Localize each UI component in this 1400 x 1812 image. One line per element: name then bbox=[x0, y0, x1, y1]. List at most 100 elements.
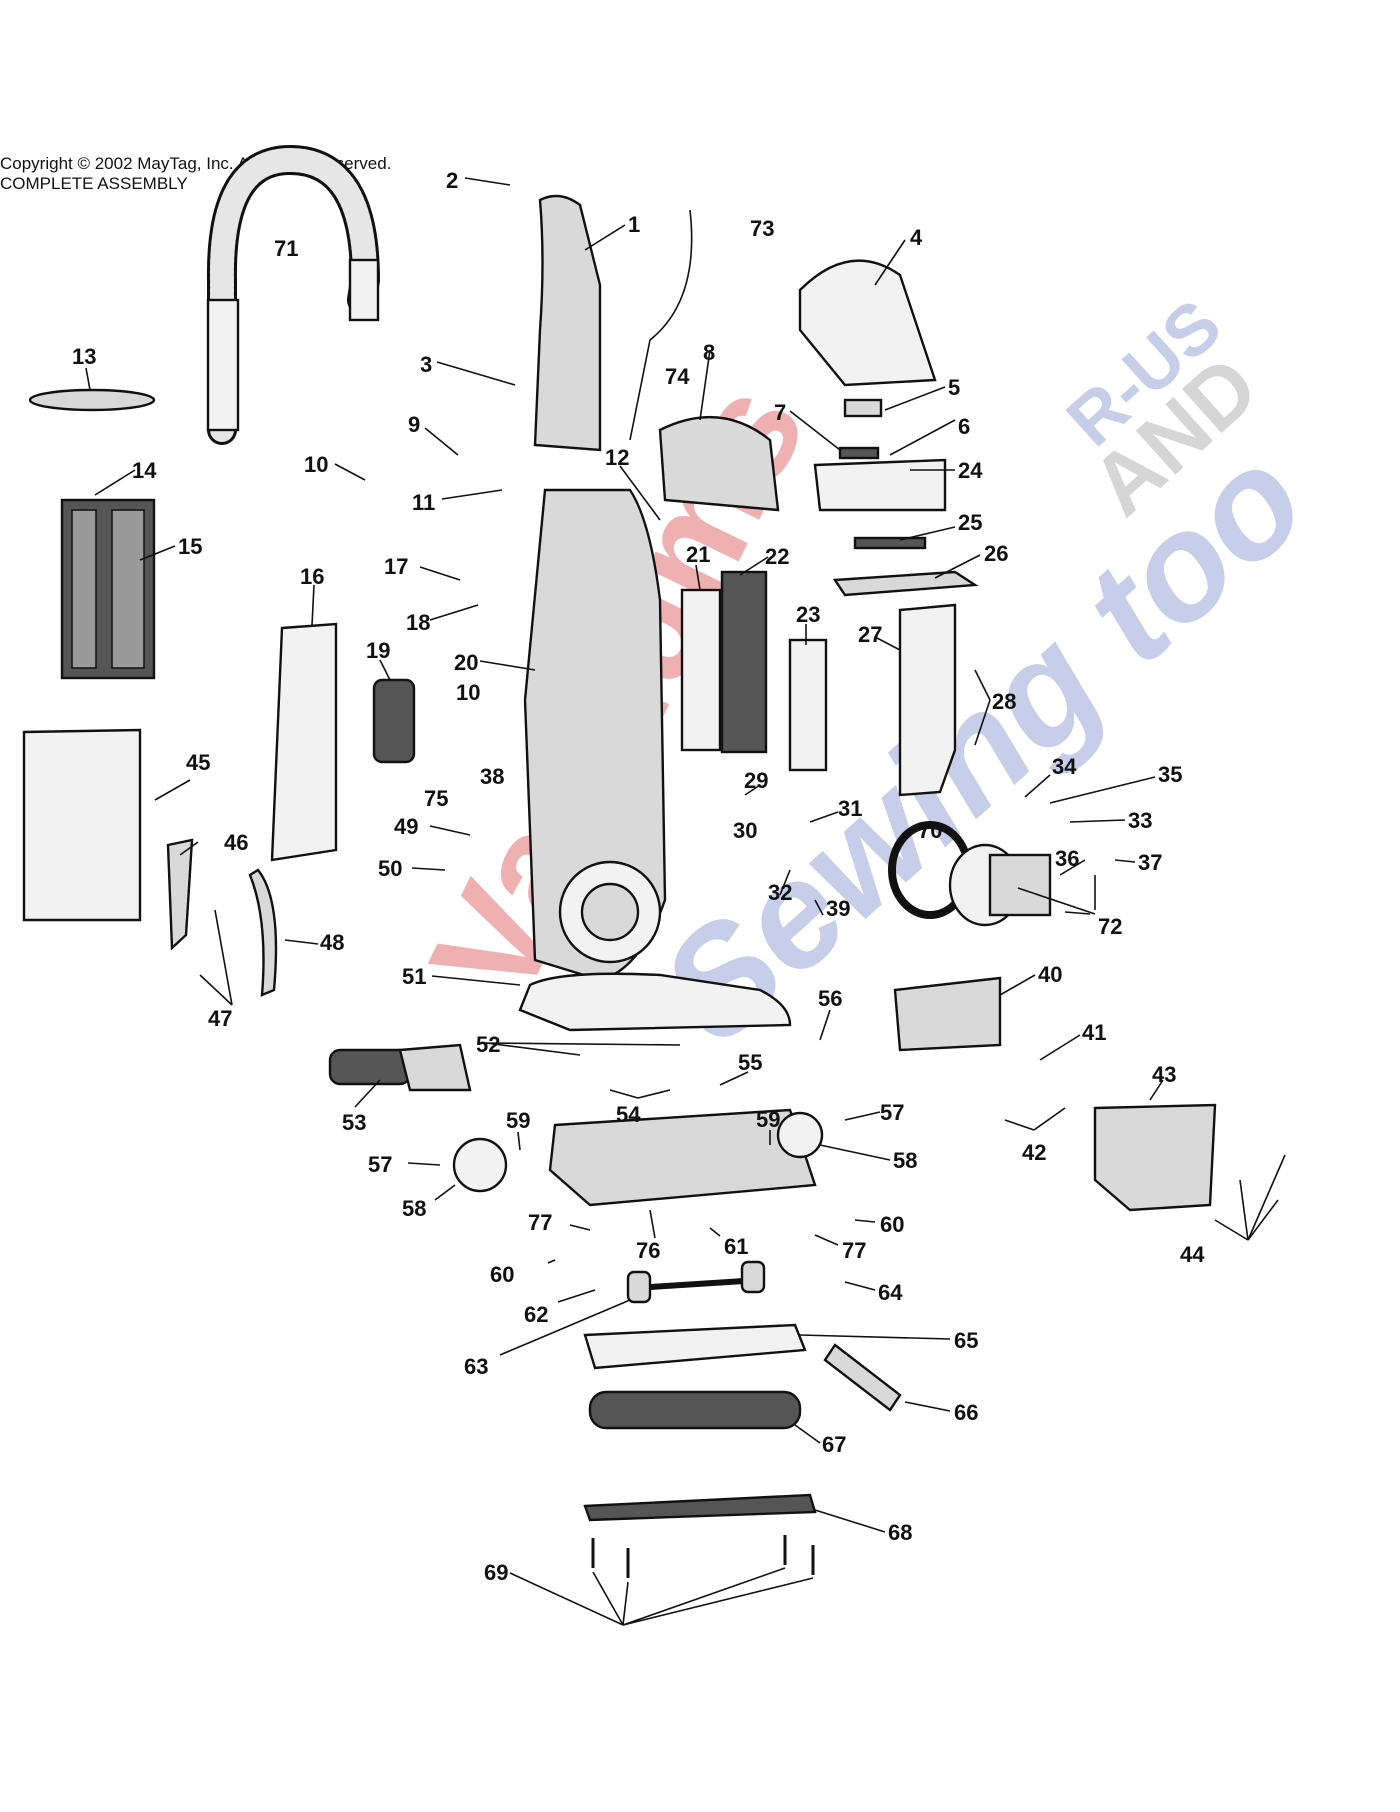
callout-46: 46 bbox=[224, 830, 248, 855]
brushroll-part bbox=[588, 1390, 802, 1430]
hood-part bbox=[518, 972, 792, 1032]
callout-5: 5 bbox=[948, 375, 960, 400]
callout-59b: 59 bbox=[756, 1107, 780, 1132]
callout-70: 70 bbox=[918, 818, 942, 843]
callout-10a: 10 bbox=[304, 452, 328, 477]
callout-49: 49 bbox=[394, 814, 418, 839]
callout-54: 54 bbox=[616, 1102, 641, 1127]
callout-40: 40 bbox=[1038, 962, 1062, 987]
callout-62: 62 bbox=[524, 1302, 548, 1327]
callout-22: 22 bbox=[765, 544, 789, 569]
gasket-part bbox=[788, 638, 828, 772]
callout-50: 50 bbox=[378, 856, 402, 881]
callout-29: 29 bbox=[744, 768, 768, 793]
callout-13: 13 bbox=[72, 344, 96, 369]
callout-17: 17 bbox=[384, 554, 408, 579]
callout-77b: 77 bbox=[842, 1238, 866, 1263]
callout-20: 20 bbox=[454, 650, 478, 675]
callout-74: 74 bbox=[665, 364, 690, 389]
callout-19: 19 bbox=[366, 638, 390, 663]
callout-37: 37 bbox=[1138, 850, 1162, 875]
callout-7: 7 bbox=[774, 400, 786, 425]
callout-23: 23 bbox=[796, 602, 820, 627]
callout-41: 41 bbox=[1082, 1020, 1106, 1045]
assembly-title: COMPLETE ASSEMBLY bbox=[0, 174, 188, 193]
callout-69: 69 bbox=[484, 1560, 508, 1585]
callout-6: 6 bbox=[958, 414, 970, 439]
callout-12: 12 bbox=[605, 445, 629, 470]
handle-part bbox=[533, 194, 602, 452]
callout-63: 63 bbox=[464, 1354, 488, 1379]
callout-59a: 59 bbox=[506, 1108, 530, 1133]
callout-labels: 1 2 3 4 5 6 7 8 9 10 11 12 13 14 15 16 1… bbox=[72, 168, 1205, 1585]
motor-part bbox=[948, 843, 1052, 927]
button-part bbox=[843, 398, 883, 418]
callout-9: 9 bbox=[408, 412, 420, 437]
callout-21: 21 bbox=[686, 542, 710, 567]
callout-30: 30 bbox=[733, 818, 757, 843]
callout-56: 56 bbox=[818, 986, 842, 1011]
filter-part bbox=[60, 498, 156, 680]
callout-31: 31 bbox=[838, 796, 862, 821]
callout-58b: 58 bbox=[402, 1196, 426, 1221]
screws-part bbox=[591, 1535, 815, 1578]
callout-60a: 60 bbox=[880, 1212, 904, 1237]
hose-part bbox=[206, 144, 381, 445]
bracket-part bbox=[813, 458, 947, 512]
callout-75: 75 bbox=[424, 786, 448, 811]
clip-part bbox=[248, 868, 278, 997]
callout-48: 48 bbox=[320, 930, 344, 955]
rear-plate-part bbox=[270, 622, 338, 862]
callout-42: 42 bbox=[1022, 1140, 1046, 1165]
callout-52: 52 bbox=[476, 1032, 500, 1057]
callout-65: 65 bbox=[954, 1328, 978, 1353]
callout-51: 51 bbox=[402, 964, 426, 989]
leader-lines bbox=[85, 177, 1286, 1626]
callout-55: 55 bbox=[738, 1050, 762, 1075]
slider-part bbox=[838, 446, 880, 460]
callout-72: 72 bbox=[1098, 914, 1122, 939]
callout-77a: 77 bbox=[528, 1210, 552, 1235]
base-plate-part bbox=[832, 570, 979, 597]
callout-36: 36 bbox=[1055, 846, 1079, 871]
callout-58a: 58 bbox=[893, 1148, 917, 1173]
cord-grip-part bbox=[372, 678, 416, 764]
side-brush-part bbox=[328, 1043, 472, 1092]
callout-57a: 57 bbox=[880, 1100, 904, 1125]
callout-24: 24 bbox=[958, 458, 983, 483]
callout-73: 73 bbox=[750, 216, 774, 241]
callout-34: 34 bbox=[1052, 754, 1077, 779]
callout-71: 71 bbox=[274, 236, 298, 261]
callout-14: 14 bbox=[132, 458, 157, 483]
callout-1: 1 bbox=[628, 212, 640, 237]
callout-33: 33 bbox=[1128, 808, 1152, 833]
callout-3: 3 bbox=[420, 352, 432, 377]
callout-53: 53 bbox=[342, 1110, 366, 1135]
upper-cover-part bbox=[658, 415, 780, 512]
callout-25: 25 bbox=[958, 510, 982, 535]
callout-32: 32 bbox=[768, 880, 792, 905]
top-cap-part bbox=[798, 259, 937, 387]
callout-18: 18 bbox=[406, 610, 430, 635]
callout-10b: 10 bbox=[456, 680, 480, 705]
power-cord-part bbox=[629, 209, 693, 441]
callout-4: 4 bbox=[910, 225, 923, 250]
callout-68: 68 bbox=[888, 1520, 912, 1545]
callout-26: 26 bbox=[984, 541, 1008, 566]
callout-44: 44 bbox=[1180, 1242, 1205, 1267]
dirt-cup-part bbox=[22, 728, 142, 922]
callout-47: 47 bbox=[208, 1006, 232, 1031]
callout-27: 27 bbox=[858, 622, 882, 647]
bottom-plate-lower-part bbox=[583, 1493, 817, 1522]
callout-2: 2 bbox=[446, 168, 458, 193]
grill-part bbox=[720, 570, 768, 754]
callout-11: 11 bbox=[412, 490, 435, 515]
callout-16: 16 bbox=[300, 564, 324, 589]
callout-43: 43 bbox=[1152, 1062, 1176, 1087]
callout-28: 28 bbox=[992, 689, 1016, 714]
spring-bar-part bbox=[853, 536, 927, 550]
axle-part bbox=[626, 1260, 766, 1304]
callout-57b: 57 bbox=[368, 1152, 392, 1177]
callout-66: 66 bbox=[954, 1400, 978, 1425]
